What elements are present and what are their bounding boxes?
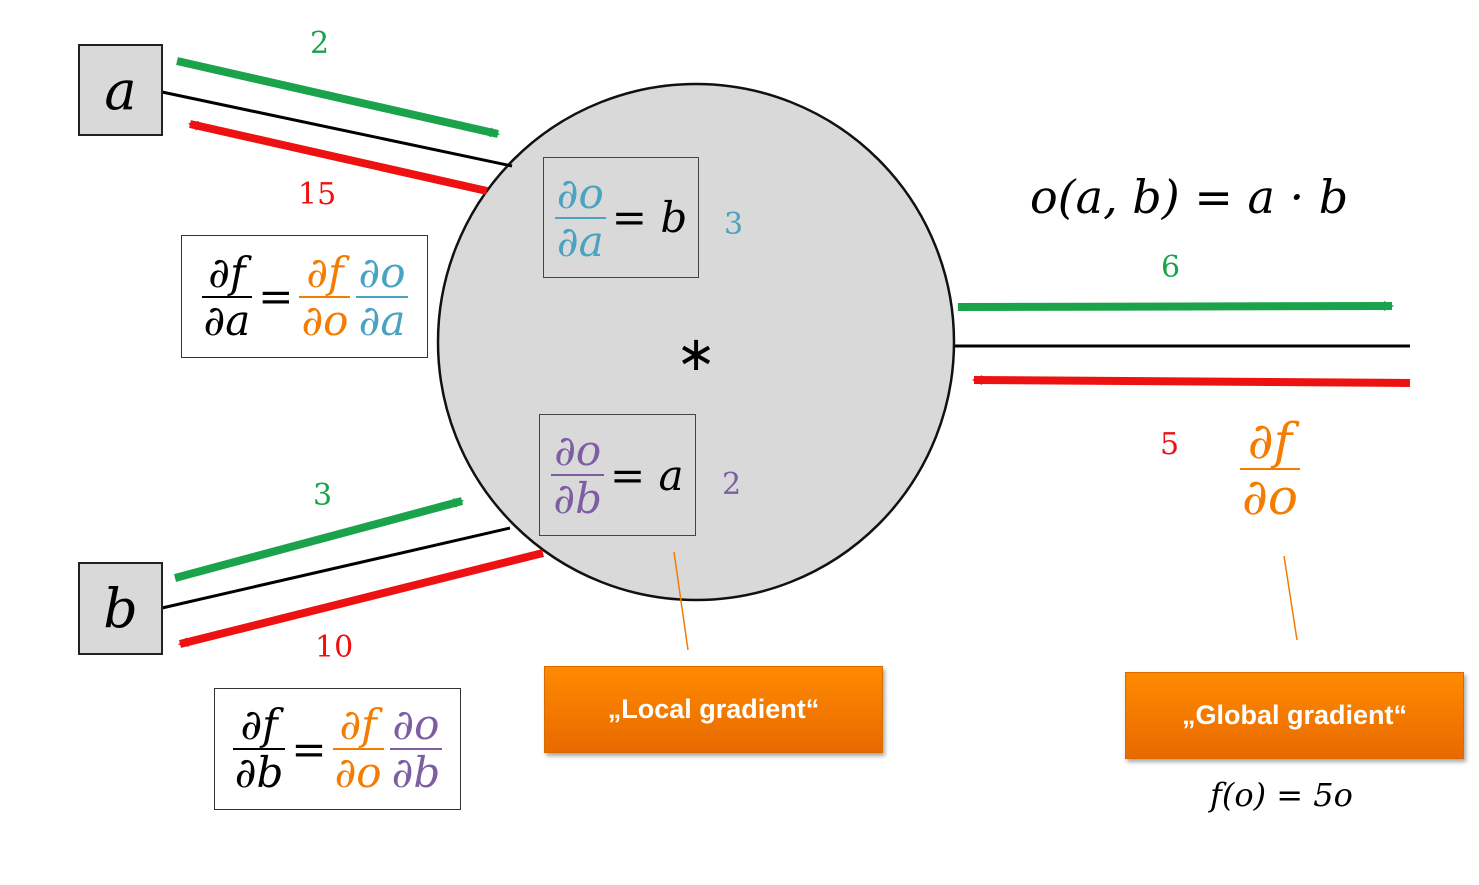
chain-rule-b: ∂f ∂b = ∂f ∂o ∂o ∂b: [214, 688, 461, 810]
multiply-operator: ∗: [676, 326, 717, 382]
chain-a-global: ∂f ∂o: [299, 247, 351, 345]
chain-a-eq: =: [258, 272, 294, 321]
local-b-fraction: ∂o ∂b: [551, 428, 604, 522]
local-gradient-b: ∂o ∂b = a: [539, 414, 696, 536]
backward-arrow-a: [188, 120, 488, 195]
chain-a-local-num: ∂o: [358, 247, 406, 297]
local-grad-a-value: 3: [724, 207, 744, 242]
forward-arrow-a: [176, 57, 500, 138]
chain-rule-a: ∂f ∂a = ∂f ∂o ∂o ∂a: [181, 235, 428, 358]
forward-arrow-b: [173, 497, 464, 582]
chain-b-global-num: ∂f: [339, 700, 377, 749]
local-a-fraction: ∂o ∂a: [554, 168, 606, 266]
edge-b-to-node: [161, 526, 511, 610]
forward-value-out: 6: [1161, 250, 1181, 285]
local-gradient-label: „Local gradient“: [544, 666, 883, 753]
chain-b-global: ∂f ∂o: [332, 700, 384, 797]
chain-b-local: ∂o ∂b: [389, 700, 443, 797]
chain-b-lhs-num: ∂f: [240, 700, 278, 749]
chain-a-lhs: ∂f ∂a: [201, 247, 253, 345]
node-equation: o(a, b) = a · b: [1030, 170, 1349, 224]
local-a-rhs: = b: [611, 193, 688, 242]
local-a-den: ∂a: [556, 216, 604, 266]
chain-a-lhs-den: ∂a: [203, 295, 251, 345]
chain-b-global-den: ∂o: [334, 748, 382, 797]
global-gradient-pointer: [1283, 555, 1298, 641]
local-a-num: ∂o: [556, 168, 604, 218]
local-gradient-pointer: [673, 551, 689, 651]
backward-grad-a: 15: [298, 177, 337, 212]
forward-value-a: 2: [310, 26, 330, 61]
edge-a-to-node: [161, 90, 513, 168]
input-node-a: a: [78, 44, 163, 136]
input-b-label: b: [103, 577, 138, 640]
chain-a-lhs-num: ∂f: [208, 247, 246, 297]
local-b-rhs: = a: [610, 450, 684, 500]
local-b-num: ∂o: [554, 426, 602, 475]
chain-b-local-num: ∂o: [392, 700, 440, 749]
multiply-node: [436, 82, 956, 602]
local-gradient-a: ∂o ∂a = b: [543, 157, 699, 278]
global-den: ∂o: [1242, 468, 1298, 526]
global-gradient-fraction: ∂f ∂o: [1240, 414, 1300, 524]
backward-grad-out: 5: [1160, 427, 1180, 462]
global-gradient-label: „Global gradient“: [1125, 672, 1464, 759]
input-node-b: b: [78, 562, 163, 655]
forward-arrow-out: [957, 301, 1394, 312]
forward-value-b: 3: [313, 478, 333, 513]
chain-b-eq: =: [291, 724, 327, 774]
backward-arrow-b: [178, 549, 544, 648]
chain-a-global-den: ∂o: [301, 295, 349, 345]
global-function: f(o) = 5o: [1210, 776, 1353, 814]
backward-arrow-out: [972, 375, 1411, 387]
chain-a-local: ∂o ∂a: [356, 247, 408, 345]
local-grad-b-value: 2: [722, 467, 742, 502]
input-a-label: a: [104, 58, 137, 122]
chain-a-local-den: ∂a: [358, 295, 406, 345]
chain-b-lhs: ∂f ∂b: [232, 700, 286, 797]
chain-b-lhs-den: ∂b: [234, 748, 284, 797]
backward-grad-b: 10: [315, 630, 354, 665]
local-b-den: ∂b: [553, 474, 602, 523]
chain-b-local-den: ∂b: [391, 748, 441, 797]
chain-a-global-num: ∂f: [306, 247, 344, 297]
global-num: ∂f: [1247, 412, 1293, 470]
